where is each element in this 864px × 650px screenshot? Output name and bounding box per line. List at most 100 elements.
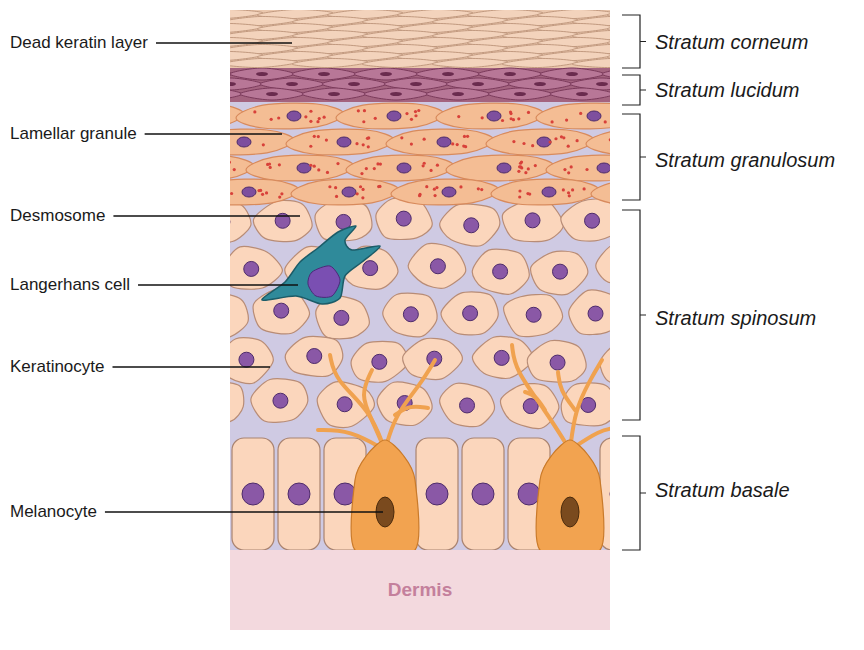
granular-cell [546, 155, 610, 181]
granular-cell [446, 155, 554, 181]
melanocyte-nucleus [561, 497, 579, 527]
lamellar-granule [456, 143, 459, 146]
granular-cell [236, 103, 344, 129]
cell-remnant [596, 82, 608, 86]
lamellar-granule [517, 117, 520, 120]
lamellar-granule [571, 188, 574, 191]
lamellar-granule [423, 162, 426, 165]
cell-remnant [230, 82, 236, 86]
keratinocyte-cell [502, 199, 563, 241]
cell-nucleus [430, 259, 445, 274]
cell-remnant [410, 82, 422, 86]
lamellar-granule [262, 143, 265, 146]
cell-remnant [566, 72, 578, 76]
layer-name: Stratum lucidum [655, 80, 800, 100]
lamellar-granule [373, 167, 376, 170]
langerhans-cell [262, 226, 380, 304]
lamellar-granule [417, 109, 420, 112]
leader-line [113, 215, 300, 216]
lamellar-granule [336, 162, 339, 165]
cell-remnant [504, 72, 516, 76]
leader-line [156, 42, 292, 43]
granular-cell [230, 129, 294, 155]
cell-remnant [442, 72, 454, 76]
basal-cell [232, 438, 274, 550]
cell-remnant [534, 82, 546, 86]
lamellar-granule [527, 167, 530, 170]
cell-nucleus [588, 306, 603, 321]
cell-remnant [380, 72, 392, 76]
langerhans-nucleus [308, 266, 340, 298]
keratin-scale [230, 58, 298, 67]
lamellar-granule [565, 119, 568, 122]
lamellar-granule [418, 194, 421, 197]
lamellar-granule [510, 117, 513, 120]
part-label: Keratinocyte [10, 357, 105, 377]
lamellar-granule [304, 115, 307, 118]
lamellar-granule [562, 188, 565, 191]
lamellar-granule [519, 165, 522, 168]
cell-nucleus [426, 483, 448, 505]
cell-nucleus [437, 137, 451, 147]
cell-nucleus [494, 350, 509, 365]
lamellar-granule [576, 139, 579, 142]
lamellar-granule [313, 135, 316, 138]
basal-cell [278, 438, 320, 550]
lamellar-granule [261, 193, 264, 196]
cell-nucleus [334, 310, 349, 325]
keratinocyte-cell [230, 382, 244, 423]
cell-nucleus [337, 397, 352, 412]
cell-nucleus [464, 218, 479, 233]
part-label: Langerhans cell [10, 275, 130, 295]
lamellar-granule [583, 187, 586, 190]
cell-nucleus [396, 211, 411, 226]
lamellar-granule [233, 168, 236, 171]
keratinocyte-cell [531, 251, 588, 295]
dermis-band: Dermis [230, 550, 610, 630]
keratinocyte-cell [351, 341, 408, 382]
lucidum-cell [302, 88, 366, 100]
layer-name: Stratum spinosum [655, 308, 816, 328]
lamellar-granule [360, 172, 363, 175]
lamellar-granule [520, 160, 523, 163]
dendrite [512, 345, 570, 450]
lamellar-granule [570, 165, 573, 168]
cell-remnant [328, 92, 340, 96]
lamellar-granule [376, 162, 379, 165]
lamellar-granule [326, 171, 329, 174]
keratinocyte-cell [472, 249, 529, 294]
lamellar-granule [356, 192, 359, 195]
lamellar-granule [414, 110, 417, 113]
granular-cell [536, 103, 610, 129]
cell-nucleus [288, 483, 310, 505]
cell-nucleus [372, 354, 387, 369]
cell-nucleus [274, 303, 289, 318]
cell-remnant [286, 82, 298, 86]
lamellar-granule [317, 168, 320, 171]
cell-remnant [318, 72, 330, 76]
layer-name: Stratum corneum [655, 32, 808, 52]
cell-nucleus [337, 137, 351, 147]
leader-line [113, 366, 271, 367]
cell-nucleus [550, 355, 565, 370]
granular-cell [246, 155, 354, 181]
lamellar-granule [567, 191, 570, 194]
lamellar-granule [365, 167, 368, 170]
cell-remnant [266, 92, 278, 96]
part-label: Lamellar granule [10, 124, 137, 144]
lamellar-granule [522, 142, 525, 145]
granular-cell [291, 179, 399, 205]
lamellar-granule [309, 120, 312, 123]
lamellar-granule [554, 137, 557, 140]
lamellar-granule [609, 138, 610, 141]
lamellar-granule [548, 141, 551, 144]
cell-nucleus [242, 187, 256, 197]
lucidum-cell [230, 78, 262, 90]
cell-nucleus [487, 111, 501, 121]
keratinocyte-cell [251, 379, 308, 423]
lucidum-cell [488, 88, 552, 100]
cell-nucleus [237, 137, 251, 147]
lamellar-granule [518, 189, 521, 192]
melanocyte-cell [536, 440, 604, 550]
cell-remnant [514, 92, 526, 96]
